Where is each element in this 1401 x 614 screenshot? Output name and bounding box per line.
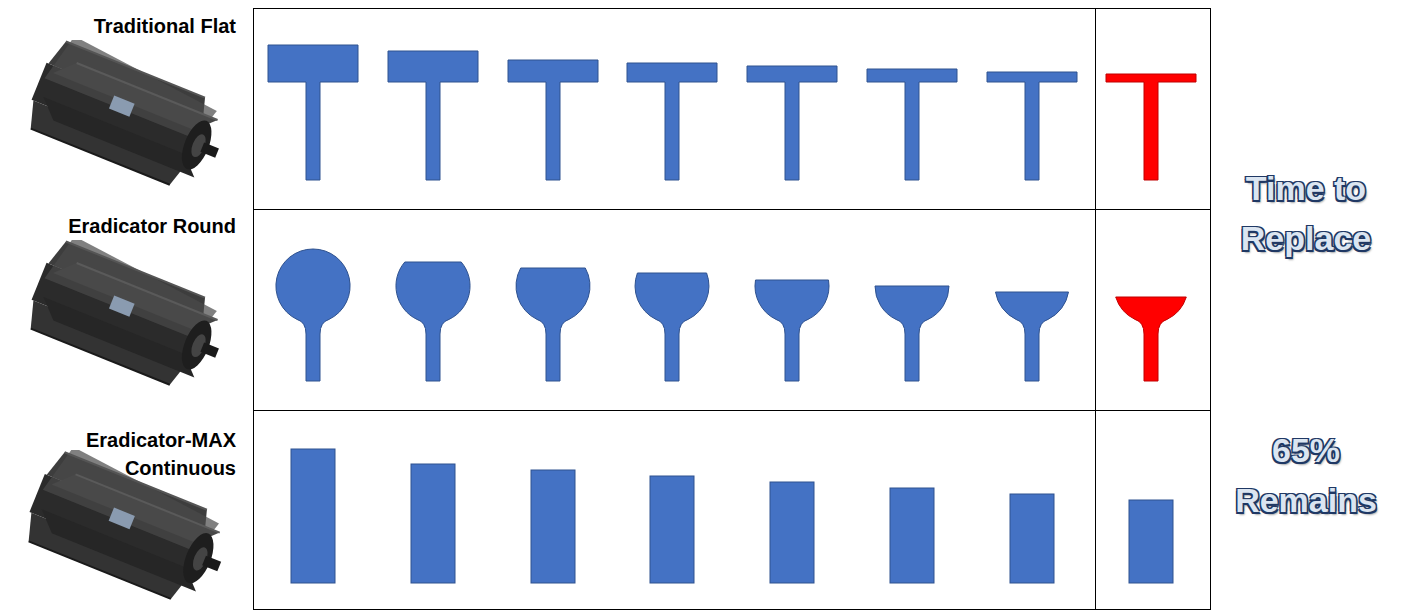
flat-blade-profiles bbox=[268, 45, 1196, 180]
continuous-blade-profiles bbox=[291, 449, 1173, 583]
round-blade-profiles bbox=[276, 249, 1186, 381]
status-note: 65% Remains bbox=[1218, 425, 1394, 525]
row-label: Traditional Flat bbox=[36, 12, 236, 40]
status-note: Time to Replace bbox=[1218, 163, 1394, 263]
row-label: Eradicator-MAX Continuous bbox=[36, 426, 236, 482]
grid bbox=[253, 8, 1211, 610]
roller-photo bbox=[21, 230, 237, 396]
row-label: Eradicator Round bbox=[36, 212, 236, 240]
roller-photo bbox=[21, 30, 237, 196]
